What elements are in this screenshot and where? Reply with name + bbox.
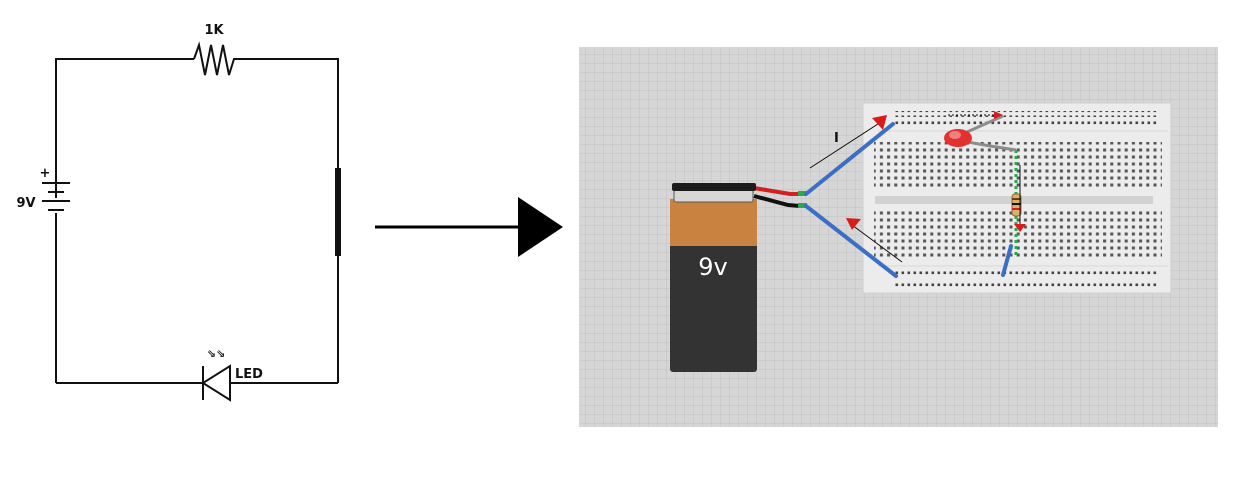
resistor-label: 1K (204, 23, 224, 38)
current-label: I (834, 131, 839, 146)
jumper-wire (1001, 244, 1013, 277)
led-label: LED (235, 367, 263, 382)
current-arrows (809, 111, 1026, 263)
battery-voltage-label: 9v (698, 253, 727, 281)
battery-symbol (42, 182, 70, 383)
led-symbol (201, 364, 231, 402)
led-light-icon: ⇘⇘ (207, 347, 225, 360)
breadboard-view: I 9v (579, 47, 1218, 427)
battery-label: 9V (16, 196, 35, 211)
breadboard-resistor (1011, 150, 1022, 258)
breadboard-led (944, 114, 1017, 152)
nine-volt-battery: 9v (670, 183, 757, 372)
wire-to-bottom-rail (804, 204, 898, 278)
top-wire (55, 58, 194, 198)
transform-arrow (375, 197, 563, 257)
wire-to-top-rail (804, 122, 895, 196)
component-bar (335, 168, 341, 256)
resistor-symbol (193, 41, 339, 383)
battery-leads (753, 186, 807, 208)
schematic (42, 41, 339, 402)
battery-plus-label: + (40, 166, 51, 181)
